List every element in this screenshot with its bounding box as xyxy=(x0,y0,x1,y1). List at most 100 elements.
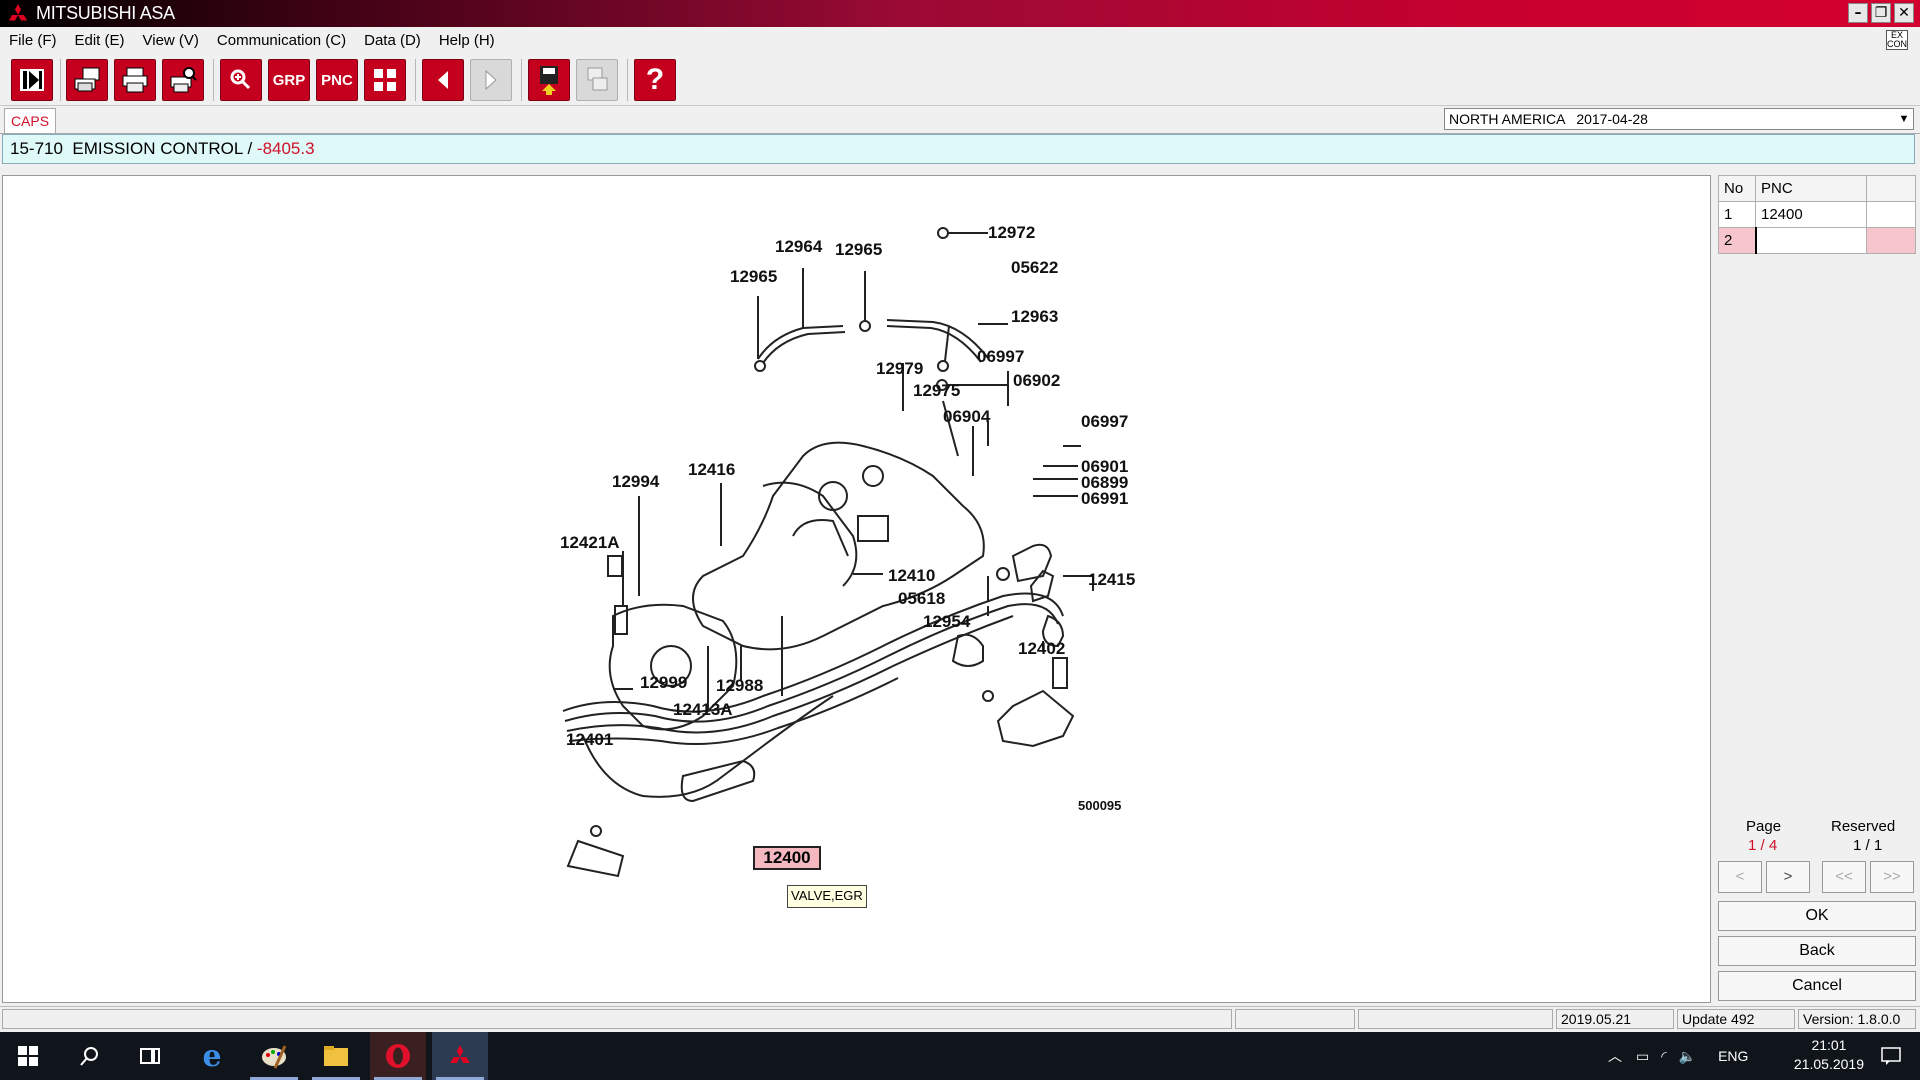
table-row[interactable]: 1 12400 xyxy=(1718,201,1916,228)
svg-text:05622: 05622 xyxy=(1011,258,1058,277)
svg-text:12972: 12972 xyxy=(988,223,1035,242)
svg-text:06991: 06991 xyxy=(1081,489,1128,508)
row-no: 1 xyxy=(1718,201,1756,228)
forward-arrow-icon[interactable] xyxy=(470,59,512,101)
battery-icon[interactable]: ▭ xyxy=(1636,1047,1650,1064)
window-title: MITSUBISHI ASA xyxy=(36,3,175,23)
back-arrow-icon[interactable] xyxy=(422,59,464,101)
first-page-button[interactable]: << xyxy=(1822,861,1866,893)
taskbar-clock[interactable]: 21:01 21.05.2019 xyxy=(1794,1036,1864,1074)
row-pnc[interactable]: 12400 xyxy=(1755,201,1867,228)
cancel-button[interactable]: Cancel xyxy=(1718,971,1916,1001)
task-view-icon[interactable] xyxy=(122,1032,178,1080)
svg-text:12999: 12999 xyxy=(640,673,687,692)
pnc-panel: No PNC 1 12400 2 Page 1 / 4 Reserved 1 /… xyxy=(1716,175,1920,1003)
breadcrumb-ref: -8405.3 xyxy=(256,139,315,158)
svg-text:12401: 12401 xyxy=(566,730,613,749)
svg-text:12421A: 12421A xyxy=(560,533,620,552)
save-icon[interactable] xyxy=(528,59,570,101)
windows-start-icon[interactable] xyxy=(0,1032,56,1080)
breadcrumb: 15-710 EMISSION CONTROL / -8405.3 xyxy=(2,134,1915,164)
svg-text:12402: 12402 xyxy=(1018,639,1065,658)
menu-data[interactable]: Data (D) xyxy=(364,31,421,49)
header-no: No xyxy=(1718,175,1756,202)
minimize-button[interactable]: – xyxy=(1848,3,1868,23)
page-label: Page xyxy=(1746,818,1782,835)
grid-icon[interactable] xyxy=(364,59,406,101)
grp-button[interactable]: GRP xyxy=(268,59,310,101)
chevron-up-icon[interactable]: ︿ xyxy=(1608,1048,1622,1064)
menu-help[interactable]: Help (H) xyxy=(438,31,495,49)
header-extra xyxy=(1866,175,1916,202)
breadcrumb-code: 15-710 xyxy=(10,139,63,158)
title-bar: MITSUBISHI ASA – ❐ ✕ xyxy=(0,0,1920,27)
row-pnc-input[interactable] xyxy=(1754,227,1867,254)
menu-edit[interactable]: Edit (E) xyxy=(74,31,125,49)
svg-text:12965: 12965 xyxy=(730,267,777,286)
volume-icon[interactable]: 🔈 xyxy=(1678,1047,1697,1064)
mitsubishi-asa-app-icon[interactable] xyxy=(432,1032,488,1080)
svg-text:12994: 12994 xyxy=(612,472,660,491)
last-page-button[interactable]: >> xyxy=(1870,861,1914,893)
parts-diagram[interactable]: 12964 12965 12965 12972 05622 12963 0699… xyxy=(2,175,1711,1003)
chevron-down-icon[interactable]: ▼ xyxy=(1898,113,1910,125)
svg-text:12963: 12963 xyxy=(1011,307,1058,326)
tab-caps[interactable]: CAPS xyxy=(4,108,56,133)
region-select-value: NORTH AMERICA 2017-04-28 xyxy=(1449,111,1648,127)
file-explorer-icon[interactable] xyxy=(308,1032,364,1080)
svg-text:12416: 12416 xyxy=(688,460,735,479)
help-icon[interactable]: ? xyxy=(634,59,676,101)
exit-icon[interactable] xyxy=(11,59,53,101)
prev-page-button[interactable]: < xyxy=(1718,861,1762,893)
print-screen-icon[interactable] xyxy=(66,59,108,101)
svg-text:12975: 12975 xyxy=(913,381,960,400)
edge-browser-icon[interactable]: e xyxy=(202,1038,222,1074)
ok-button[interactable]: OK xyxy=(1718,901,1916,931)
print-icon[interactable] xyxy=(114,59,156,101)
reserved-value: 1 / 1 xyxy=(1853,837,1883,854)
breadcrumb-title: EMISSION CONTROL / xyxy=(72,139,253,158)
region-select[interactable]: NORTH AMERICA 2017-04-28 ▼ xyxy=(1444,108,1914,130)
next-page-button[interactable]: > xyxy=(1766,861,1810,893)
opera-browser-icon[interactable] xyxy=(370,1032,426,1080)
menu-file[interactable]: File (F) xyxy=(9,31,57,49)
svg-text:12410: 12410 xyxy=(888,566,935,585)
part-labels: 12964 12965 12965 12972 05622 12963 0699… xyxy=(560,223,1135,813)
back-button[interactable]: Back xyxy=(1718,936,1916,966)
tab-row: CAPS NORTH AMERICA 2017-04-28 ▼ xyxy=(0,106,1920,134)
reserved-label: Reserved xyxy=(1831,818,1896,835)
copy-icon[interactable] xyxy=(576,59,618,101)
pnc-table: No PNC 1 12400 2 xyxy=(1718,175,1916,254)
svg-text:12988: 12988 xyxy=(716,676,763,695)
clock-date: 21.05.2019 xyxy=(1793,1056,1864,1072)
highlighted-part-12400[interactable]: 12400 xyxy=(753,846,821,870)
menu-communication[interactable]: Communication (C) xyxy=(216,31,347,49)
restore-button[interactable]: ❐ xyxy=(1871,3,1891,23)
table-row[interactable]: 2 xyxy=(1718,227,1916,254)
zoom-icon[interactable] xyxy=(220,59,262,101)
menu-view[interactable]: View (V) xyxy=(142,31,199,49)
mitsubishi-logo-icon xyxy=(9,3,27,20)
language-indicator[interactable]: ENG xyxy=(1718,1048,1749,1064)
status-bar: 2019.05.21 Update 492 Version: 1.8.0.0 xyxy=(0,1006,1920,1031)
svg-text:12413A: 12413A xyxy=(673,700,733,719)
clock-time: 21:01 xyxy=(1811,1037,1847,1053)
close-button[interactable]: ✕ xyxy=(1894,3,1914,23)
paint-app-icon[interactable] xyxy=(246,1032,302,1080)
svg-text:06899: 06899 xyxy=(1081,473,1128,492)
taskbar: e ︿ ▭ ◜ 🔈 ENG 21:01 21.05.2019 xyxy=(0,1032,1920,1080)
svg-text:12964: 12964 xyxy=(775,237,823,256)
wifi-icon[interactable]: ◜ xyxy=(1661,1047,1667,1064)
search-icon[interactable] xyxy=(62,1032,118,1080)
print-preview-icon[interactable] xyxy=(162,59,204,101)
svg-text:05618: 05618 xyxy=(898,589,945,608)
svg-text:06997: 06997 xyxy=(977,347,1024,366)
svg-text:06904: 06904 xyxy=(943,407,991,426)
pnc-button[interactable]: PNC xyxy=(316,59,358,101)
svg-text:12979: 12979 xyxy=(876,359,923,378)
notifications-icon[interactable] xyxy=(1866,1032,1916,1080)
status-date: 2019.05.21 xyxy=(1556,1009,1674,1029)
svg-text:12965: 12965 xyxy=(835,240,882,259)
svg-text:06901: 06901 xyxy=(1081,457,1128,476)
